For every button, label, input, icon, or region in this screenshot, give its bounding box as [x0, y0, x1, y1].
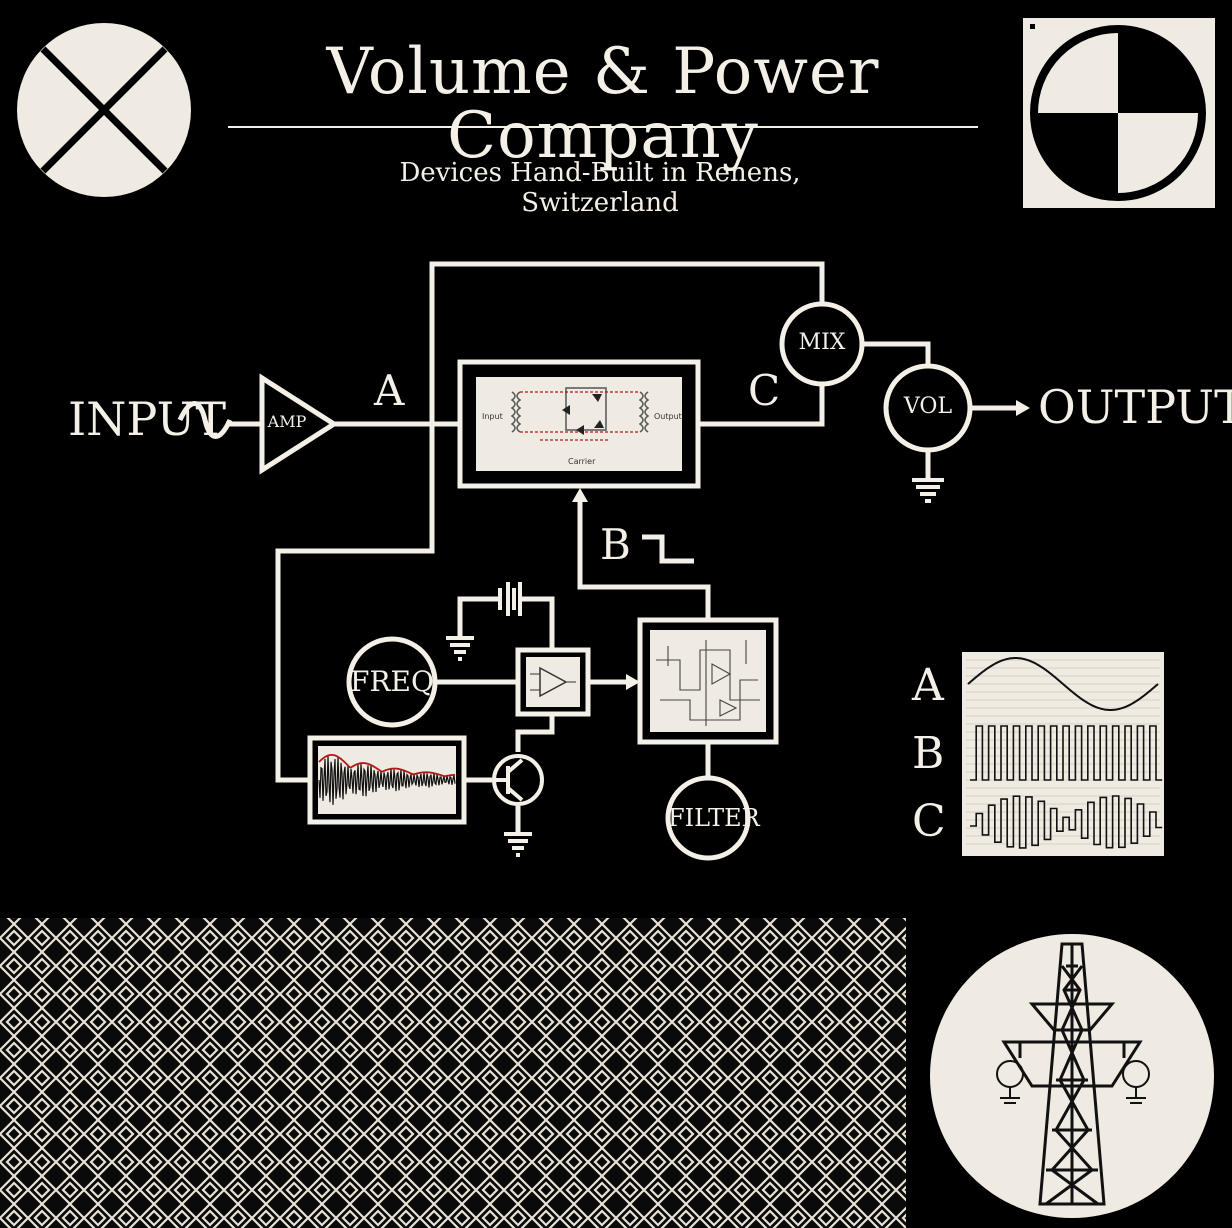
- op-art-pattern: [0, 918, 906, 1228]
- title-underline: [228, 126, 978, 128]
- freq-node: [346, 636, 438, 728]
- scope-waveform: [318, 755, 456, 805]
- vol-node: [883, 363, 973, 453]
- waveform-b: [970, 725, 1163, 781]
- transistor-icon: [492, 754, 544, 806]
- ring-mod-output-label: Output: [654, 412, 682, 421]
- output-label: OUTPUT: [1038, 380, 1232, 434]
- ring-mod-carrier-label: Carrier: [568, 457, 596, 466]
- waveform-c: [970, 795, 1163, 849]
- ground-icon: [446, 636, 474, 661]
- filter-arrow-icon: [626, 674, 640, 690]
- square-wave-icon: [642, 534, 694, 564]
- ground-icon: [504, 832, 532, 857]
- opamp-box: [515, 647, 591, 717]
- scope-envelope: [318, 754, 456, 778]
- mix-node: [779, 301, 865, 387]
- ring-modulator-box: [457, 359, 701, 489]
- b-arrow-icon: [572, 488, 588, 502]
- ring-mod-input-label: Input: [482, 412, 503, 421]
- waveform-label-a: A: [912, 660, 944, 711]
- freq-label: FREQ: [350, 665, 434, 698]
- filter-label: FILTER: [668, 804, 760, 832]
- ground-icon: [912, 478, 944, 503]
- filter-node: [665, 775, 751, 861]
- filter-schematic-board: [637, 617, 779, 745]
- input-label: INPUT: [68, 392, 227, 446]
- page-subtitle: Devices Hand-Built in Renens, Switzerlan…: [399, 158, 801, 218]
- waveform-scope-box: [307, 735, 467, 825]
- signal-c-label: C: [748, 366, 781, 415]
- amp-label: AMP: [267, 412, 307, 431]
- signal-a-label: A: [374, 366, 405, 415]
- waveform-panel: [962, 652, 1164, 856]
- waveform-a: [967, 657, 1159, 711]
- mix-label: MIX: [798, 330, 846, 355]
- page-title: Volume & Power Company: [326, 35, 880, 173]
- battery-icon: [498, 582, 522, 616]
- checker-circle-logo-icon: [1023, 18, 1215, 208]
- waveform-label-b: B: [912, 728, 945, 779]
- pylon-icon: [930, 934, 1214, 1218]
- output-arrow-icon: [1016, 400, 1030, 416]
- waveform-label-c: C: [912, 796, 946, 847]
- vol-label: VOL: [903, 394, 953, 419]
- signal-b-label: B: [600, 520, 631, 569]
- amp-triangle-icon: [259, 373, 339, 475]
- x-circle-logo-icon: [17, 23, 191, 197]
- sine-icon: [177, 401, 233, 439]
